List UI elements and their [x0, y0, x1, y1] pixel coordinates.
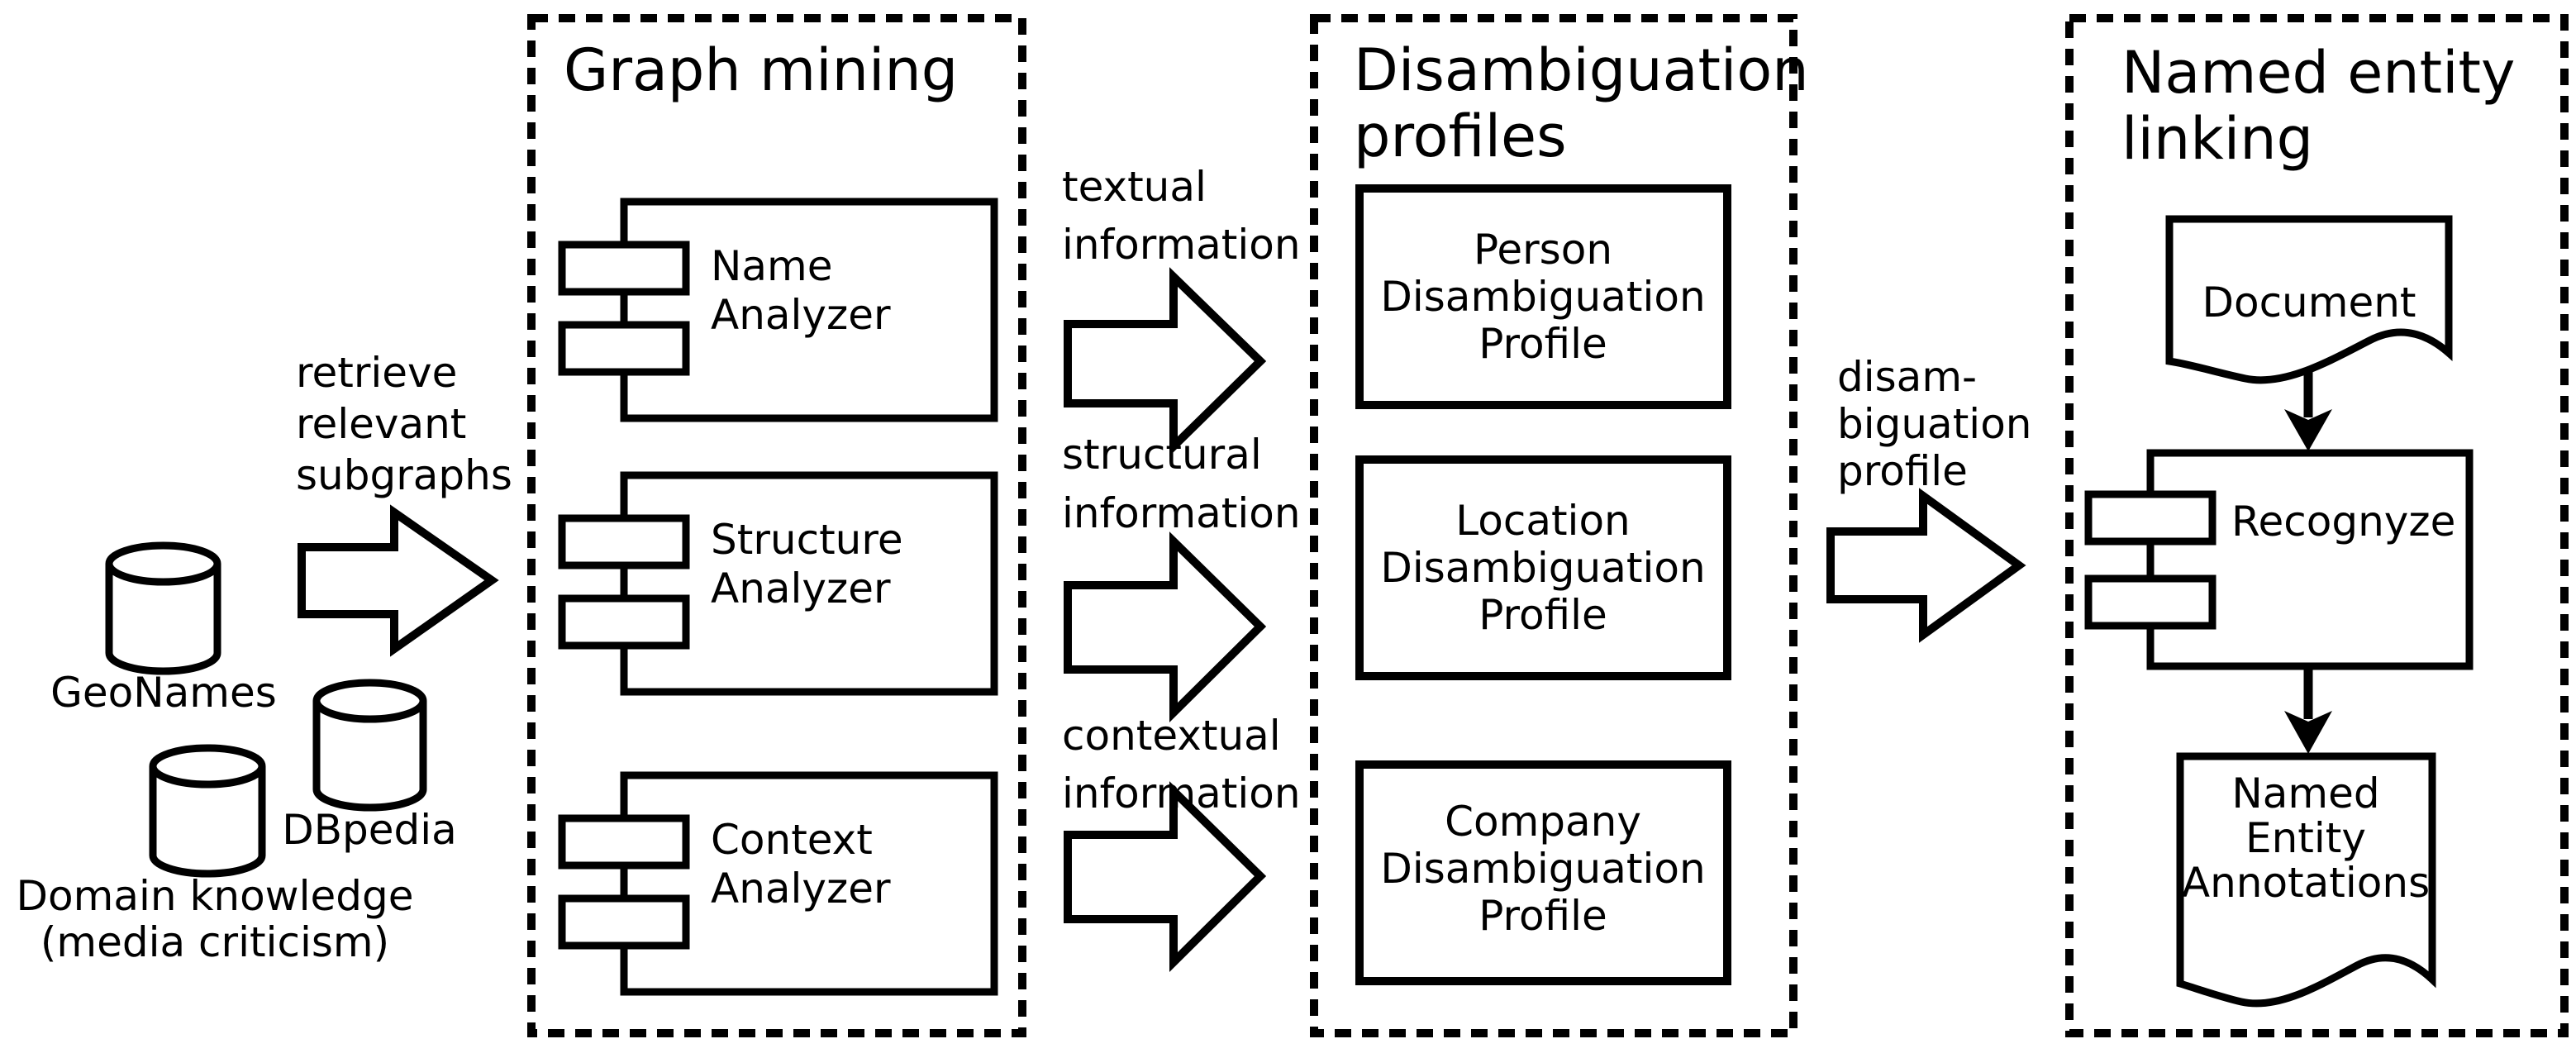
disambiguation-profile-label: disam- [1837, 353, 1978, 401]
person-profile-label: Disambiguation [1380, 273, 1706, 321]
person-profile-label: Profile [1478, 320, 1607, 368]
disambiguation-profiles-title: profiles [1354, 102, 1567, 170]
document-shape [2165, 215, 2453, 384]
document-to-recognyze-arrow [2284, 370, 2332, 451]
dbpedia-database-icon [312, 679, 427, 812]
component-port-icon [558, 321, 690, 376]
recognyze-to-annotations-arrow [2284, 666, 2332, 754]
structural-information-label: structural [1062, 431, 1262, 479]
location-profile-label: Profile [1478, 591, 1607, 639]
context-analyzer-label: Context [711, 816, 873, 864]
structural-information-label: information [1062, 489, 1301, 537]
retrieve-subgraphs-label: relevant [296, 400, 467, 448]
recognyze-component [2084, 449, 2474, 670]
component-port-icon [558, 894, 690, 950]
company-profile-label: Disambiguation [1380, 845, 1706, 893]
component-port-icon [2084, 574, 2217, 630]
retrieve-subgraphs-label: retrieve [296, 349, 458, 397]
named-entity-linking-title: linking [2121, 105, 2314, 173]
disambiguation-profiles-title: Disambiguation [1354, 36, 1809, 104]
graph-mining-title: Graph mining [564, 36, 959, 104]
component-port-icon [558, 594, 690, 650]
retrieve-subgraphs-arrow [298, 504, 499, 657]
domain-knowledge-label: Domain knowledge [16, 872, 414, 920]
structure-analyzer-label: Structure [711, 516, 903, 564]
component-port-icon [558, 814, 690, 870]
company-profile-box [1355, 760, 1731, 985]
graph-mining-box [527, 14, 1026, 1037]
textual-information-label: information [1062, 221, 1301, 269]
named-entity-linking-box [2065, 14, 2569, 1037]
company-profile-label: Profile [1478, 892, 1607, 940]
contextual-information-label: contextual [1062, 712, 1281, 760]
annotations-label: Named [2231, 770, 2380, 817]
location-profile-box [1355, 455, 1731, 680]
component-port-icon [558, 514, 690, 570]
named-entity-linking-title: Named entity [2121, 39, 2516, 107]
person-profile-label: Person [1473, 226, 1613, 274]
disambiguation-profile-arrow [1826, 488, 2026, 643]
annotations-document-shape [2176, 752, 2436, 1008]
annotations-label: Entity [2245, 814, 2366, 862]
component-port-icon [2084, 490, 2217, 546]
contextual-information-arrow [1064, 781, 1267, 972]
name-analyzer-label: Name [711, 242, 833, 290]
retrieve-subgraphs-label: subgraphs [296, 451, 512, 499]
person-profile-box [1355, 184, 1731, 409]
location-profile-label: Disambiguation [1380, 544, 1706, 592]
component-port-icon [558, 241, 690, 296]
disambiguation-profile-label: biguation [1837, 400, 2032, 448]
disambiguation-profile-label: profile [1837, 447, 1968, 495]
company-profile-label: Company [1445, 798, 1641, 846]
domain-knowledge-label: (media criticism) [40, 918, 390, 966]
geonames-label: GeoNames [50, 669, 277, 717]
contextual-information-label: information [1062, 770, 1301, 817]
name-analyzer-component [558, 198, 998, 422]
domain-knowledge-database-icon [149, 744, 266, 878]
textual-information-arrow [1064, 267, 1267, 456]
recognyze-label: Recognyze [2231, 498, 2456, 546]
structural-information-arrow [1064, 531, 1267, 722]
name-analyzer-label: Analyzer [711, 291, 891, 339]
dbpedia-label: DBpedia [282, 806, 457, 854]
location-profile-label: Location [1455, 497, 1631, 545]
structure-analyzer-label: Analyzer [711, 565, 891, 612]
context-analyzer-component [558, 771, 998, 996]
context-analyzer-label: Analyzer [711, 865, 891, 913]
structure-analyzer-component [558, 471, 998, 696]
disambiguation-profiles-box [1310, 14, 1797, 1037]
document-label: Document [2202, 279, 2416, 326]
annotations-label: Annotations [2181, 859, 2431, 907]
geonames-database-icon [105, 541, 221, 675]
textual-information-label: textual [1062, 163, 1207, 211]
